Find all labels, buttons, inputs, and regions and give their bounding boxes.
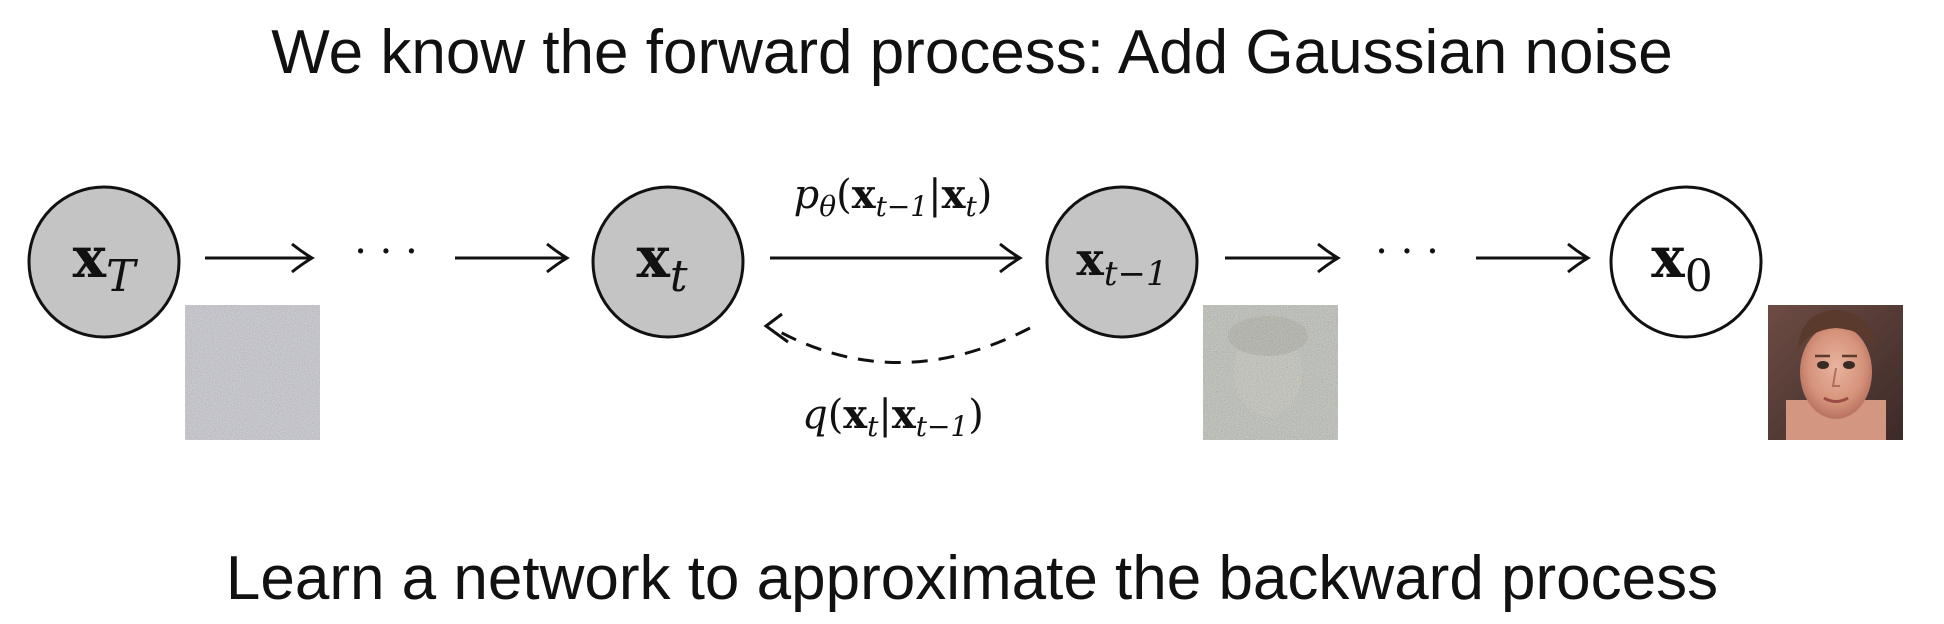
node-circle <box>591 185 745 339</box>
reverse-arrow <box>770 242 1023 274</box>
top-title: We know the forward process: Add Gaussia… <box>271 18 1673 87</box>
partially-noised-face-image <box>1203 305 1338 440</box>
arrow-1 <box>205 242 315 274</box>
arrow-2 <box>455 242 570 274</box>
arrow-3 <box>1225 242 1341 274</box>
node-circle <box>27 185 181 339</box>
node-x0: x0 <box>1609 185 1763 339</box>
noise-image <box>185 305 320 440</box>
reverse-process-label: pθ(xt−1|xt) <box>794 171 993 223</box>
arrow-4 <box>1476 242 1591 274</box>
clean-face-image <box>1768 305 1903 440</box>
node-circle <box>1045 185 1199 339</box>
node-label-xT: xT <box>73 225 139 302</box>
bottom-title: Learn a network to approximate the backw… <box>225 544 1719 613</box>
node-circle <box>1609 185 1763 339</box>
ellipsis-right: · · · <box>1375 229 1439 275</box>
ellipsis-left: · · · <box>354 229 418 275</box>
forward-process-label: q(xt|xt−1) <box>802 391 984 443</box>
node-xT: xT <box>27 185 181 339</box>
node-label-x0: x0 <box>1651 225 1712 302</box>
forward-dashed-arrow <box>763 312 1031 365</box>
node-xt-1: xt−1 <box>1045 185 1199 339</box>
node-xt: xt <box>591 185 745 339</box>
node-label-xt-1: xt−1 <box>1076 232 1167 294</box>
node-label-xt: xt <box>636 225 687 302</box>
